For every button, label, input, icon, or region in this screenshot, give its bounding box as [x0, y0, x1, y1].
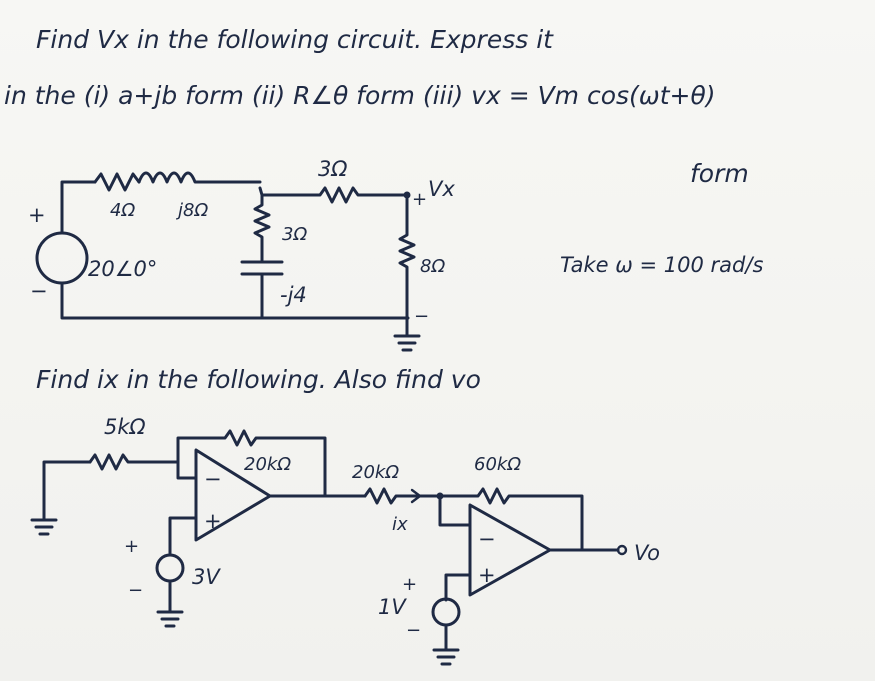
resistor-20k-mid: [363, 487, 442, 505]
capacitor-shunt: [240, 260, 284, 320]
wire-noninv-1: [168, 516, 198, 557]
problem2-title: Find ix in the following. Also find vo: [36, 365, 481, 394]
circuit-1: + − 20∠0° 4Ω j8Ω 3Ω + Vx 3Ω -j4 8Ω −: [28, 157, 455, 352]
wire-bottom: [60, 281, 410, 320]
r-fb1-label: 20kΩ: [244, 454, 291, 475]
r-in-label: 5kΩ: [104, 415, 146, 439]
src2-label: 1V: [378, 595, 407, 619]
wire-left-top: [60, 180, 97, 235]
src1-minus: −: [128, 580, 143, 601]
r-fb2-label: 60kΩ: [474, 454, 521, 475]
resistor-5k: [88, 453, 180, 471]
source-plus-label: +: [28, 203, 46, 227]
feedback-resistor-1: [176, 429, 327, 498]
c-shunt-label: -j4: [280, 283, 307, 307]
opamp2-minus: −: [478, 527, 496, 551]
src2-plus: +: [402, 574, 417, 595]
wire-in-left: [42, 460, 92, 522]
r-load-label: 8Ω: [420, 256, 445, 277]
ground-symbol-2: [30, 518, 58, 536]
ground-symbol-1: [393, 316, 421, 352]
wire-inv-input-1: [176, 460, 198, 480]
ix-label: ix: [392, 514, 408, 535]
opamp1-minus: −: [204, 467, 222, 491]
src1-label: 3V: [192, 565, 221, 589]
l-series-label: j8Ω: [175, 200, 208, 221]
circuit-2: 5kΩ − + 20kΩ 3V + − 20kΩ ix 60kΩ − + Vo: [30, 415, 660, 666]
src2-minus: −: [406, 620, 421, 641]
r-series-label: 4Ω: [110, 200, 135, 221]
omega-note: Take ω = 100 rad/s: [560, 253, 763, 277]
resistor-4ohm: [93, 172, 141, 192]
problem1-form-word: form: [690, 159, 749, 188]
opamp-2: [468, 503, 552, 597]
r-mid-label: 20kΩ: [352, 462, 399, 483]
opamp-1: [194, 448, 272, 542]
dc-source-3v: [155, 553, 185, 583]
r-shunt-label: 3Ω: [282, 224, 307, 245]
vx-plus: +: [412, 189, 427, 210]
problem1-title: Find Vx in the following circuit. Expres…: [36, 25, 554, 54]
opamp2-plus: +: [478, 563, 496, 587]
ix-arrow: [402, 488, 422, 504]
output-terminal: [616, 544, 628, 556]
resistor-shunt-3ohm: [253, 193, 271, 262]
vx-minus: −: [414, 306, 429, 327]
vo-label: Vo: [634, 541, 660, 565]
src1-plus: +: [124, 536, 139, 557]
source-minus-label: −: [30, 279, 48, 303]
resistor-top-3ohm: [258, 186, 407, 204]
wire-noninv-2: [444, 573, 472, 602]
r-top-label: 3Ω: [318, 157, 347, 181]
ac-source-symbol: [35, 231, 89, 285]
opamp1-plus: +: [204, 509, 222, 533]
resistor-load-8ohm: [398, 193, 416, 320]
inductor-j8: [137, 171, 262, 184]
source-value: 20∠0°: [88, 257, 157, 281]
dc-source-1v: [431, 597, 461, 627]
ground-symbol-4: [432, 623, 460, 666]
feedback-resistor-60k: [438, 487, 584, 552]
problem1-subtitle: in the (i) a+jb form (ii) R∠θ form (iii)…: [4, 81, 716, 110]
vx-label: Vx: [428, 177, 455, 201]
wire-inv-input-2: [438, 494, 472, 527]
ground-symbol-3: [156, 579, 184, 628]
